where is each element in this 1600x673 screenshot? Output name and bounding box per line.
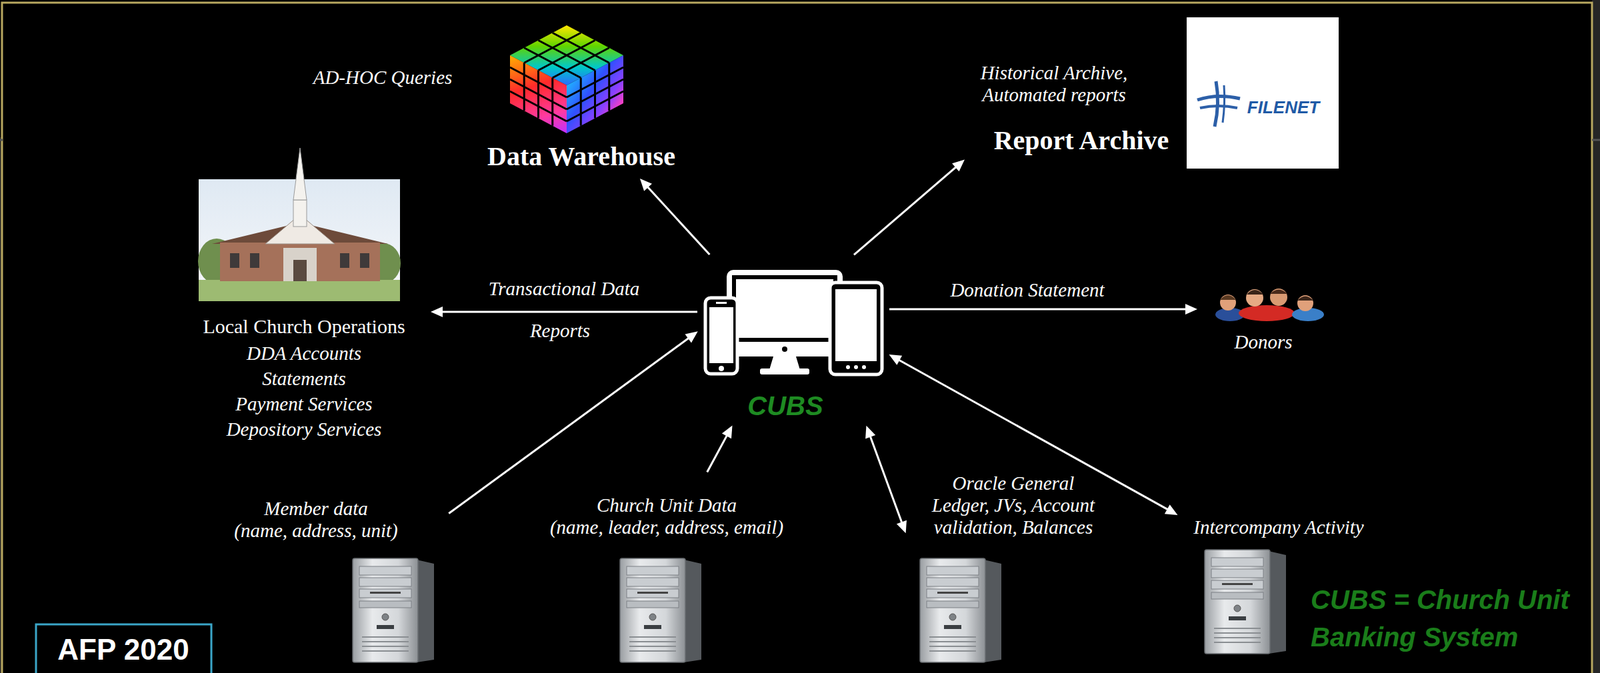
node-text: Data Warehouse — [487, 140, 676, 172]
arrow-head — [888, 354, 902, 366]
filenet-logo — [1186, 17, 1339, 169]
node-text: Church Unit Data (name, leader, address,… — [550, 494, 784, 539]
arrow-head — [685, 331, 698, 343]
arrow-head — [430, 306, 443, 318]
node-text: AD-HOC Queries — [313, 66, 453, 89]
server-node: Church Unit Data (name, leader, address,… — [526, 474, 807, 667]
arrow-head — [1185, 304, 1198, 315]
server-node: Member data (name, address, unit) — [220, 490, 447, 667]
connector-line — [870, 436, 902, 524]
event-logo-text: AFP 2020 — [57, 633, 189, 667]
node-text: Statements — [262, 368, 346, 390]
node-text: Intercompany Activity — [1193, 516, 1364, 539]
node-text: Report Archive — [994, 124, 1170, 156]
report-archive-node: Historical Archive, Automated reportsRep… — [966, 13, 1347, 174]
acronym-note: CUBS = Church Unit Banking System — [1310, 581, 1570, 656]
connector-arrow — [448, 331, 698, 514]
donors-node: Donors — [1200, 283, 1334, 357]
connector-arrow — [854, 160, 965, 256]
node-text: Member data (name, address, unit) — [234, 498, 398, 542]
connector-line — [889, 308, 1187, 311]
arrow-head — [1164, 504, 1178, 516]
connector-arrow — [889, 304, 1198, 315]
arrow-head — [722, 426, 733, 440]
arrow-head — [640, 178, 652, 192]
arrow-head — [865, 426, 876, 440]
afp-logo-frame — [36, 624, 212, 673]
node-text: DDA Accounts — [246, 342, 362, 365]
data-cube-icon — [510, 25, 624, 134]
node-text: Donors — [1234, 331, 1292, 354]
node-text: Depository Services — [226, 418, 382, 441]
cubs-system-node: CUBS — [700, 256, 887, 424]
connector-line — [707, 435, 728, 473]
family-photo — [1215, 288, 1324, 322]
node-text: Payment Services — [235, 393, 372, 416]
church-operations-node: Local Church OperationsDDA AccountsState… — [180, 174, 428, 442]
arrow-head — [896, 520, 907, 534]
node-text: Local Church Operations — [202, 315, 405, 338]
node-text: CUBS — [747, 391, 823, 422]
edge-label: Donation Statement — [946, 279, 1108, 302]
connector-line — [647, 186, 710, 255]
server-icons — [352, 550, 1286, 663]
connector-arrow — [640, 178, 710, 255]
connector-line — [441, 311, 698, 314]
data-warehouse-node: AD-HOC QueriesData Warehouse — [293, 20, 694, 177]
devices-icon — [705, 270, 882, 375]
server-node: Oracle General Ledger, JVs, Account vali… — [906, 460, 1114, 667]
connector-arrow — [707, 426, 733, 473]
flow-label: Reports — [530, 320, 590, 342]
node-text: Oracle General Ledger, JVs, Account vali… — [932, 472, 1095, 539]
connector-line — [854, 166, 957, 255]
connector-line — [448, 338, 690, 514]
edge-label: Transactional Data — [484, 278, 644, 300]
arrow-head — [952, 160, 965, 172]
church-photo — [198, 148, 401, 302]
connector-arrow — [865, 426, 907, 534]
node-text: Historical Archive, Automated reports — [980, 62, 1128, 106]
logo-text: FILENET — [1247, 97, 1320, 118]
connector-arrow — [430, 306, 698, 318]
